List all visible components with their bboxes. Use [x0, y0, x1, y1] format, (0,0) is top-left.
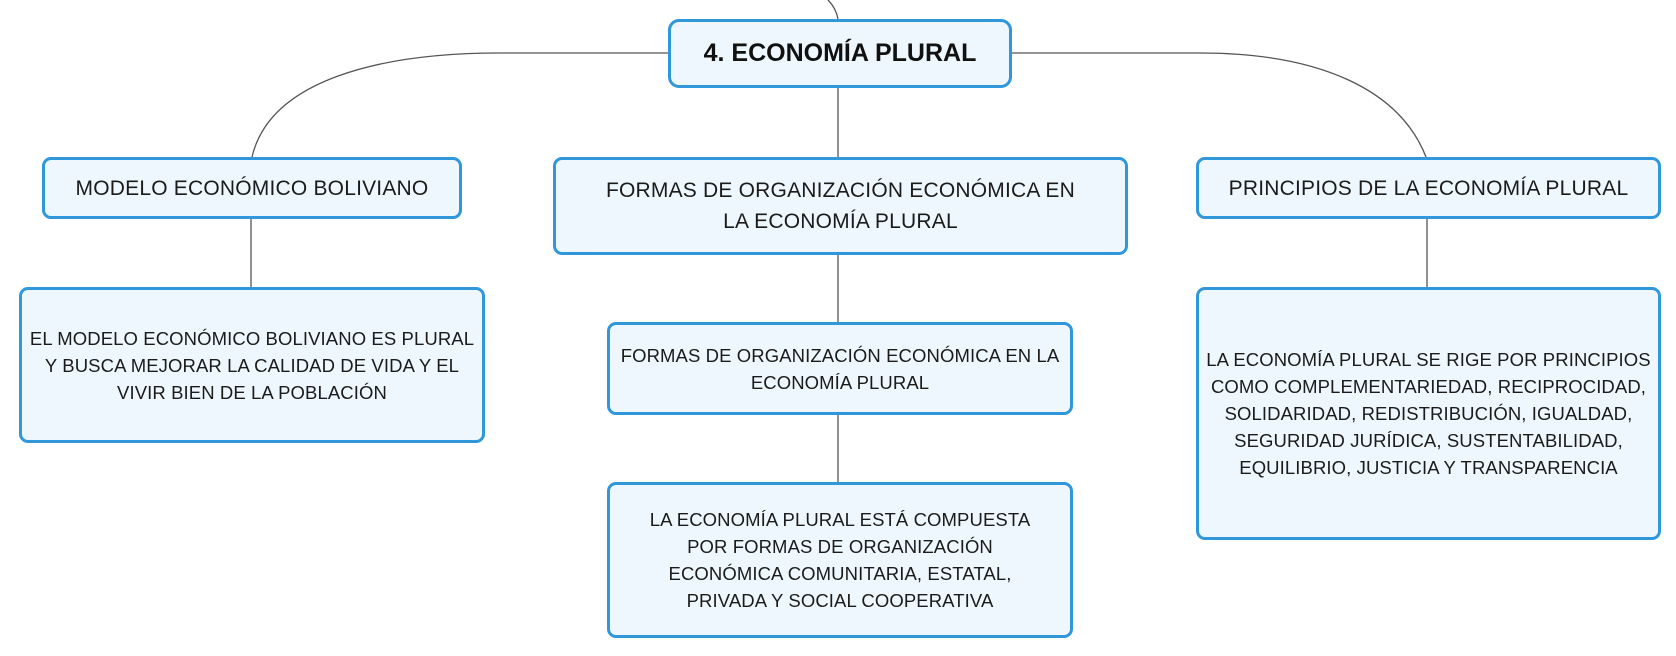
topic-modelo-economico[interactable]: MODELO ECONÓMICO BOLIVIANO	[42, 157, 462, 219]
topic-principios[interactable]: PRINCIPIOS DE LA ECONOMÍA PLURAL	[1196, 157, 1661, 219]
subtopic-modelo-descripcion[interactable]: EL MODELO ECONÓMICO BOLIVIANO ES PLURAL …	[19, 287, 485, 443]
connector-root-principios	[1012, 52, 1427, 158]
topic-label: MODELO ECONÓMICO BOLIVIANO	[75, 176, 429, 200]
subtopic-principios-descripcion[interactable]: LA ECONOMÍA PLURAL SE RIGE POR PRINCIPIO…	[1196, 287, 1661, 540]
subtopic-formas-organizacion[interactable]: FORMAS DE ORGANIZACIÓN ECONÓMICA EN LA E…	[607, 322, 1073, 415]
topic-label: PRINCIPIOS DE LA ECONOMÍA PLURAL	[1228, 176, 1629, 200]
subtopic-label: LA ECONOMÍA PLURAL ESTÁ COMPUESTA POR FO…	[649, 509, 1031, 611]
connector-parent-root	[827, 0, 839, 20]
topic-formas-organizacion[interactable]: FORMAS DE ORGANIZACIÓN ECONÓMICA EN LA E…	[553, 157, 1128, 255]
subtopic-label: FORMAS DE ORGANIZACIÓN ECONÓMICA EN LA E…	[620, 344, 1060, 393]
root-node[interactable]: 4. ECONOMÍA PLURAL	[668, 19, 1012, 88]
connector-root-modelo	[251, 52, 668, 158]
subtopic-label: EL MODELO ECONÓMICO BOLIVIANO ES PLURAL …	[29, 327, 475, 403]
subtopic-formas-descripcion[interactable]: LA ECONOMÍA PLURAL ESTÁ COMPUESTA POR FO…	[607, 482, 1073, 638]
subtopic-label: LA ECONOMÍA PLURAL SE RIGE POR PRINCIPIO…	[1206, 349, 1651, 478]
topic-label: FORMAS DE ORGANIZACIÓN ECONÓMICA EN LA E…	[605, 179, 1076, 233]
root-label: 4. ECONOMÍA PLURAL	[703, 39, 977, 67]
